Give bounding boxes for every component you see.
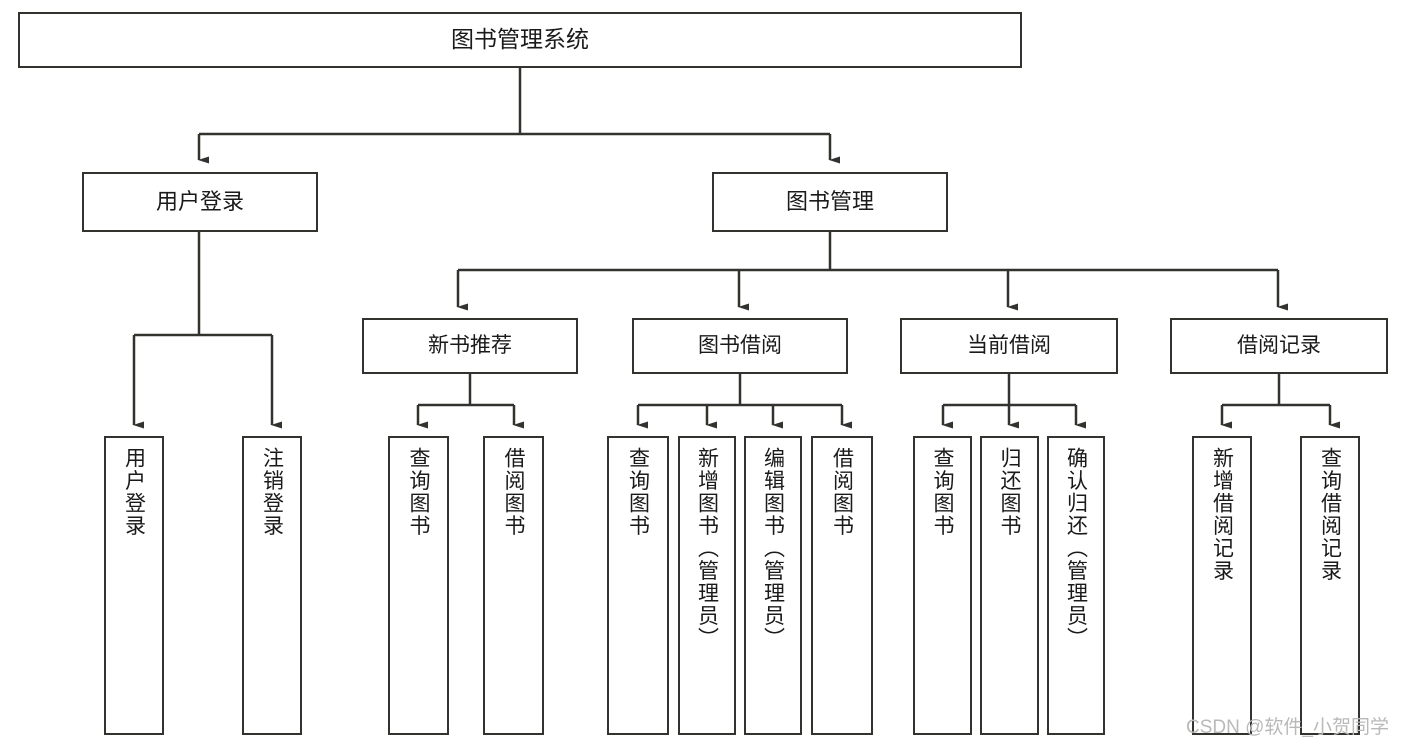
node-current-borrow[interactable]: 当前借阅 (900, 318, 1118, 374)
node-label: 编辑图书（管理员） (761, 447, 785, 650)
leaf-add-book-admin[interactable]: 新增图书（管理员） (678, 436, 736, 735)
leaf-query-book-current[interactable]: 查询图书 (913, 436, 972, 735)
node-label: 查询图书 (626, 447, 650, 537)
leaf-query-book-borrow[interactable]: 查询图书 (607, 436, 669, 735)
node-label: 图书管理系统 (451, 26, 589, 53)
node-label: 查询借阅记录 (1318, 447, 1342, 582)
node-label: 注销登录 (260, 447, 284, 537)
node-label: 新增图书（管理员） (695, 447, 719, 650)
leaf-edit-book-admin[interactable]: 编辑图书（管理员） (744, 436, 802, 735)
node-label: 借阅图书 (502, 447, 525, 537)
node-user-login[interactable]: 用户登录 (82, 172, 318, 232)
node-label: 新书推荐 (428, 333, 512, 357)
leaf-add-borrow-record[interactable]: 新增借阅记录 (1192, 436, 1252, 735)
node-label: 确认归还（管理员） (1064, 447, 1088, 650)
node-label: 归还图书 (998, 447, 1021, 537)
node-label: 图书管理 (785, 189, 874, 215)
node-book-borrow[interactable]: 图书借阅 (632, 318, 848, 374)
leaf-borrow-book[interactable]: 借阅图书 (811, 436, 873, 735)
node-root-system[interactable]: 图书管理系统 (18, 12, 1022, 68)
node-new-book-recommend[interactable]: 新书推荐 (362, 318, 578, 374)
node-borrow-record[interactable]: 借阅记录 (1170, 318, 1388, 374)
leaf-query-borrow-record[interactable]: 查询借阅记录 (1300, 436, 1360, 735)
node-label: 借阅图书 (830, 447, 854, 537)
node-label: 图书借阅 (698, 333, 782, 357)
leaf-logout[interactable]: 注销登录 (242, 436, 302, 735)
leaf-borrow-book-recommend[interactable]: 借阅图书 (483, 436, 544, 735)
leaf-return-book[interactable]: 归还图书 (980, 436, 1039, 735)
node-label: 新增借阅记录 (1210, 447, 1234, 582)
leaf-user-login[interactable]: 用户登录 (104, 436, 164, 735)
node-label: 查询图书 (931, 447, 954, 537)
node-book-management[interactable]: 图书管理 (712, 172, 948, 232)
node-label: 借阅记录 (1237, 333, 1321, 357)
leaf-confirm-return-admin[interactable]: 确认归还（管理员） (1047, 436, 1105, 735)
node-label: 查询图书 (407, 447, 430, 537)
watermark: CSDN @软件_小贺同学 (1186, 717, 1389, 738)
node-label: 用户登录 (122, 447, 146, 537)
leaf-query-book-recommend[interactable]: 查询图书 (388, 436, 449, 735)
node-label: 当前借阅 (967, 333, 1051, 357)
node-label: 用户登录 (155, 189, 244, 215)
